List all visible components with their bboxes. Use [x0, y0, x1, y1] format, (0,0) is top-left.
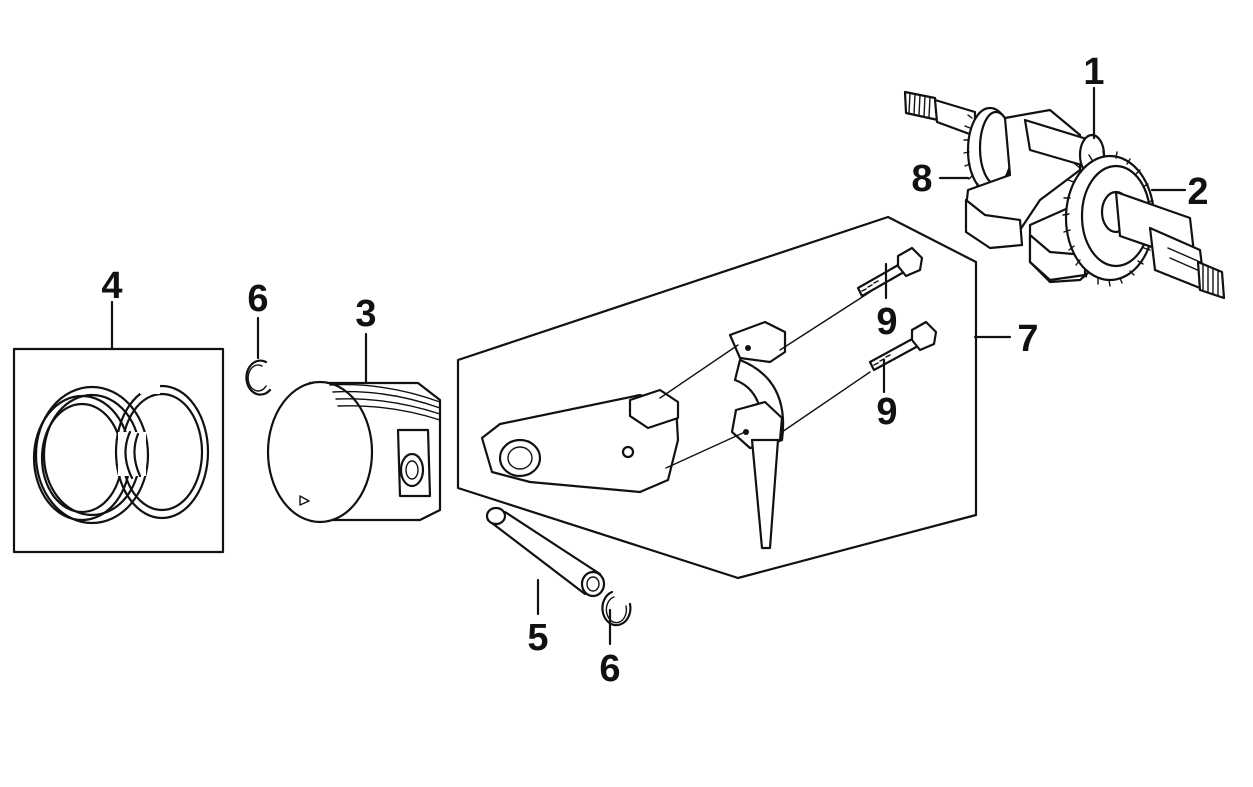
rod-bolt-lower	[868, 320, 938, 372]
crankshaft-output-shaft	[1114, 190, 1226, 300]
assembly-frame	[456, 215, 978, 580]
callout-7: 7	[1017, 318, 1038, 360]
piston-ring-set	[12, 347, 225, 554]
callout-labels: 1 2 8 7 9 9 4 3 6 5 6	[101, 51, 1208, 690]
leader-lines	[110, 86, 1187, 646]
ring-set-frame	[12, 347, 225, 554]
piston-pin-clip-left	[245, 359, 272, 396]
crankshaft	[903, 90, 1226, 300]
callout-4: 4	[101, 265, 122, 307]
callout-2: 2	[1187, 171, 1208, 213]
callout-9-upper: 9	[876, 301, 897, 343]
crankshaft-left-thread	[903, 90, 977, 138]
callout-6-upper: 6	[247, 278, 268, 320]
crankshaft-web	[964, 108, 1106, 284]
connecting-rod-cap	[728, 320, 787, 550]
callout-9-lower: 9	[876, 391, 897, 433]
callout-1: 1	[1083, 51, 1104, 93]
piston-pin	[485, 506, 606, 598]
callout-6-lower: 6	[599, 648, 620, 690]
connecting-rod-assembly	[456, 215, 978, 580]
callout-8: 8	[911, 158, 932, 200]
callout-3: 3	[355, 293, 376, 335]
rod-bolt-upper	[856, 246, 924, 298]
connecting-rod	[480, 388, 680, 494]
callout-5: 5	[527, 617, 548, 659]
piston	[266, 380, 442, 524]
oil-dipper	[750, 438, 780, 550]
piston-pin-clip-right	[601, 590, 632, 627]
